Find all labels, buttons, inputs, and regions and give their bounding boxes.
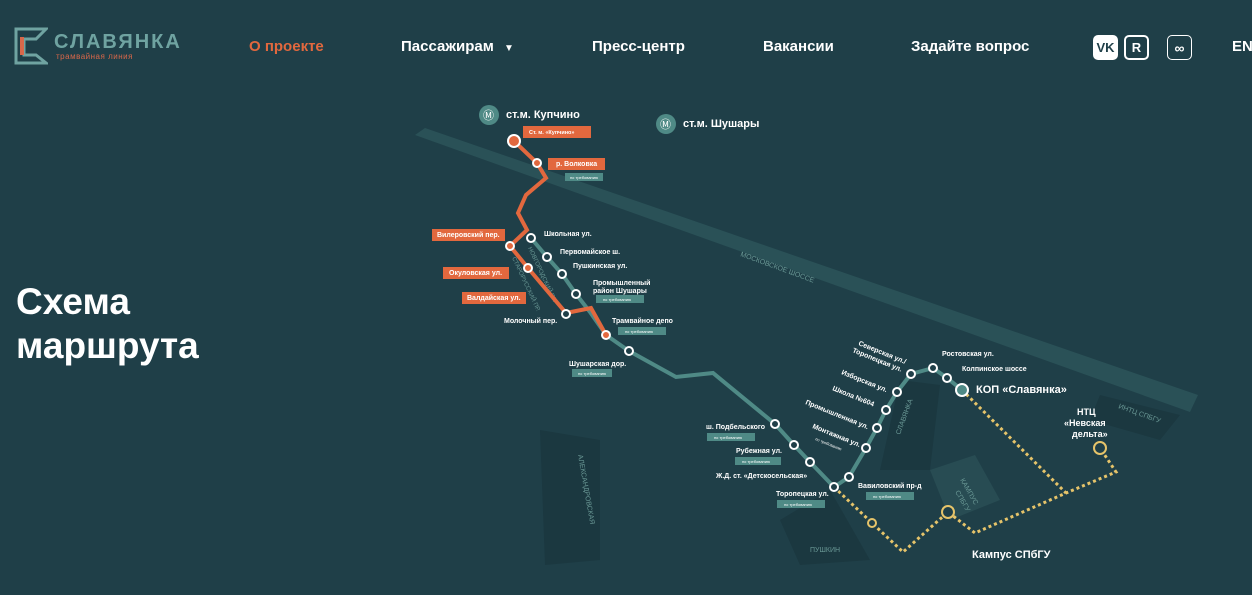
stations [505,134,1107,528]
orange-stop-labels: Ст. м. «Купчино» р. Волковка Вилеровский… [432,126,605,304]
header: СЛАВЯНКА трамвайная линия О проекте Пасс… [0,0,1252,95]
nav-about[interactable]: О проекте [249,38,324,55]
stop-label: Окуловская ул. [449,270,502,277]
language-switch[interactable]: EN [1232,38,1252,55]
metro-shushary: Ⓜ ст.м. Шушары [656,114,759,134]
accessibility-glasses-icon[interactable]: ∞ [1167,35,1192,60]
rutube-icon[interactable]: R [1124,35,1149,60]
stop-label: Молочный пер. [504,317,557,325]
metro-label: ст.м. Шушары [683,118,759,130]
page-title: Схема маршрута [16,280,199,368]
logo-name: СЛАВЯНКА [54,30,182,53]
campus-label: Кампус СПбГУ [972,549,1051,561]
vk-icon[interactable]: VK [1093,35,1118,60]
nav-press[interactable]: Пресс-центр [592,38,685,55]
chevron-down-icon: ▼ [503,43,514,54]
stop-label: Промышленный [593,279,650,287]
metro-kupchino: Ⓜ ст.м. Купчино [479,105,580,125]
stop-label: Валдайская ул. [467,294,521,302]
on-request-tag: по требованию [625,329,653,334]
nav-ask[interactable]: Задайте вопрос [911,38,1030,55]
on-request-tag: по требованию [570,175,598,180]
stop-label: Ростовская ул. [942,351,994,358]
stop-label: Трамвайное депо [612,317,673,325]
on-request-tag: по требованию [578,371,606,376]
ntc-label: НТЦ [1077,407,1096,417]
stop-label: район Шушары [593,287,647,295]
ntc-label: «Невская [1064,418,1106,428]
on-request-tags: по требованию по требованию по требовани… [565,173,914,508]
stop-label: Шушарская дор. [569,361,626,368]
stop-label: ш. Подбельского [706,423,765,431]
stop-label: Торопецкая ул. [776,491,829,498]
on-request-tag: по требованию [873,494,901,499]
route-line-planned [960,388,1068,495]
on-request-tag: по требованию [603,297,631,302]
area-label: ПУШКИН [810,547,840,554]
page-title-line1: Схема [16,281,130,322]
stop-label: Школа №604 [831,384,875,408]
logo[interactable]: СЛАВЯНКА трамвайная линия [14,27,182,65]
route-line-orange [507,139,608,336]
stop-label: Ж.Д. ст. «Детскосельская» [715,473,807,480]
map-background [415,128,1198,565]
nav-jobs[interactable]: Вакансии [763,38,834,55]
metro-icon: Ⓜ [660,118,671,131]
on-request-tag: по требованию [742,459,770,464]
metro-label: ст.м. Купчино [506,109,580,121]
stop-label: Вилеровский пер. [437,231,500,239]
stop-label: Первомайское ш. [560,248,620,256]
on-request-tag: по требованию [714,435,742,440]
stop-label: Школьная ул. [544,231,592,238]
on-request-tag: по требованию [784,502,812,507]
stop-label: Колпинское шоссе [962,366,1027,373]
page-title-line2: маршрута [16,325,199,366]
stop-label: Вавиловский пр-д [858,482,922,490]
stop-label: Ст. м. «Купчино» [529,130,574,136]
nav-passengers-label: Пассажирам [401,38,494,55]
nav-passengers[interactable]: Пассажирам ▼ [401,38,514,55]
route-line-teal [529,236,964,490]
metro-icon: Ⓜ [483,109,494,122]
stop-label: Рубежная ул. [736,447,782,455]
logo-icon [14,27,51,65]
stop-label: Пушкинская ул. [573,263,627,270]
kop-slavyanka-label: КОП «Славянка» [976,384,1067,396]
logo-subtitle: трамвайная линия [56,51,133,61]
ntc-label: дельта» [1072,429,1108,439]
stop-label: р. Волковка [556,161,597,168]
major-labels: КОП «Славянка» НТЦ «Невская дельта» Камп… [972,384,1108,561]
